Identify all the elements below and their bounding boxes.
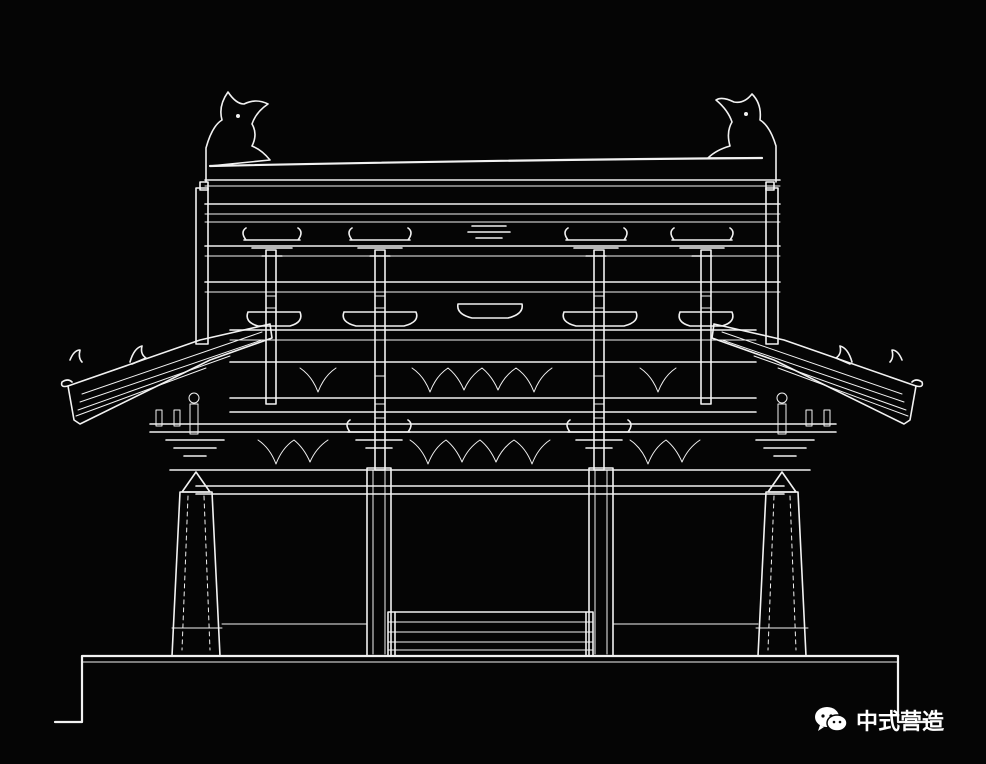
lower-beams [149, 397, 837, 495]
columns [221, 467, 759, 657]
strut-ornaments [265, 295, 712, 419]
wechat-icon [815, 707, 848, 732]
main-ridge [204, 156, 781, 187]
stone-platform [53, 654, 932, 724]
gable-posts [195, 181, 779, 345]
right-ridge-ornament [707, 93, 777, 183]
upper-purlins [204, 203, 781, 363]
inner-struts [265, 249, 712, 471]
right-lower-eave [711, 323, 924, 425]
front-steps [387, 611, 594, 657]
right-gable-wall [755, 471, 809, 657]
bracket-sets-middle [246, 303, 734, 327]
bracket-sets-column [165, 419, 815, 457]
middle-cusped-panels [299, 367, 677, 393]
left-gable-wall [171, 471, 223, 657]
lower-cusped-panels [257, 439, 701, 465]
left-ridge-ornament [205, 91, 271, 183]
watermark: 中式营造 [814, 700, 944, 740]
watermark-text: 中式营造 [856, 710, 945, 735]
left-lower-eave [60, 323, 273, 425]
bracket-sets-top [242, 225, 734, 257]
eave-post-ornaments [155, 392, 831, 435]
